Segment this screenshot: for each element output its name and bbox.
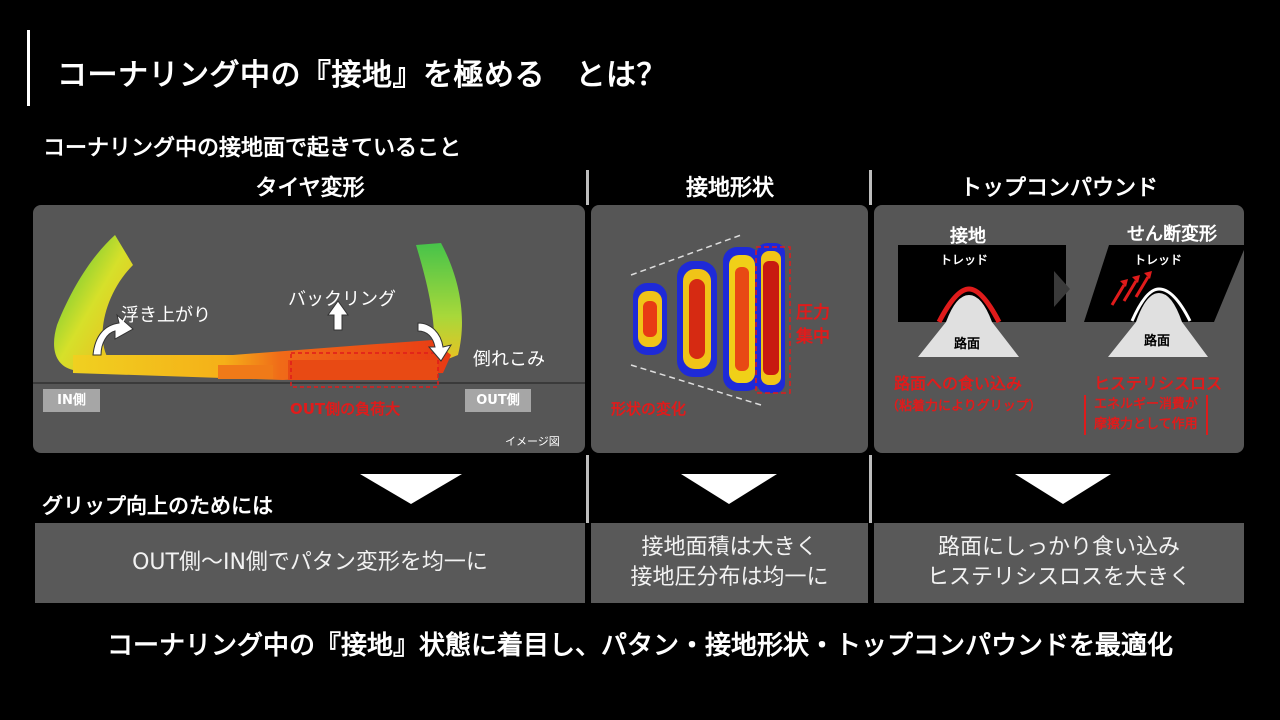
grip-box-deformation: OUT側～IN側でパタン変形を均一に (35, 523, 585, 603)
tag-out-side: OUT側 (465, 389, 531, 412)
grip-text-contact-2: 接地圧分布は均一に (630, 565, 829, 590)
page-title: コーナリング中の『接地』を極める とは？ (57, 58, 667, 93)
compound-illustration (898, 245, 1244, 357)
title-accent-bar (27, 30, 30, 106)
label-image-note: イメージ図 (505, 435, 560, 448)
label-bite-note: （粘着力によりグリップ） (886, 399, 1042, 414)
grip-text-compound-1: 路面にしっかり食い込み (937, 535, 1180, 560)
label-road-left: 路面 (954, 337, 981, 352)
grip-text-deformation: OUT側～IN側でパタン変形を均一に (132, 550, 488, 575)
column-separator (586, 455, 589, 523)
label-bite: 路面への食い込み (894, 374, 1023, 393)
column-separator (586, 170, 589, 205)
label-tread-right: トレッド (1134, 253, 1183, 267)
grip-box-compound: 路面にしっかり食い込み ヒステリシスロスを大きく (874, 523, 1244, 603)
label-contact: 接地 (950, 226, 986, 247)
tire-deformation-illustration (33, 235, 585, 388)
label-lift: 浮き上がり (121, 305, 211, 326)
column-heading-deformation: タイヤ変形 (255, 176, 365, 201)
down-arrow-icon (360, 474, 462, 504)
contact-shape-panel: 圧力 集中 形状の変化 (591, 205, 868, 453)
label-pressure-2: 集中 (796, 327, 830, 347)
label-shear: せん断変形 (1127, 224, 1217, 245)
grip-heading: グリップ向上のためには (42, 494, 273, 518)
column-heading-contact-shape: 接地形状 (685, 176, 774, 201)
label-out-load: OUT側の負荷大 (290, 400, 401, 418)
grip-text-contact-1: 接地面積は大きく (641, 535, 818, 560)
label-energy-1: エネルギー消費が (1094, 397, 1199, 412)
label-energy-2: 摩擦力として作用 (1094, 417, 1198, 432)
grip-text-compound-2: ヒステリシスロスを大きく (926, 565, 1191, 590)
down-arrow-icon (1015, 474, 1111, 504)
label-hysteresis: ヒステリシスロス (1094, 374, 1223, 393)
top-compound-panel: 接地 せん断変形 トレッド トレッド 路面 路面 路面への食い込み （粘着力によ… (874, 205, 1244, 453)
label-tread-left: トレッド (940, 253, 989, 267)
grip-box-contact: 接地面積は大きく 接地圧分布は均一に (591, 523, 868, 603)
column-separator (869, 170, 872, 205)
label-shape-change: 形状の変化 (611, 400, 687, 418)
down-arrow-icon (681, 474, 777, 504)
label-pressure-1: 圧力 (796, 303, 830, 323)
energy-note-bracket: エネルギー消費が 摩擦力として作用 (1084, 395, 1209, 435)
tag-in-side: IN側 (43, 389, 100, 412)
contact-patch-illustration (630, 234, 791, 406)
column-separator (869, 455, 872, 523)
label-fall: 倒れこみ (473, 349, 545, 370)
section-subtitle: コーナリング中の接地面で起きていること (43, 136, 462, 161)
conclusion-text: コーナリング中の『接地』状態に着目し、パタン・接地形状・トップコンパウンドを最適… (106, 631, 1173, 661)
tire-deformation-panel: 浮き上がり バックリング 倒れこみ IN側 OUT側 OUT側の負荷大 イメージ… (33, 205, 585, 453)
column-heading-top-compound: トップコンパウンド (959, 176, 1158, 201)
label-buckling: バックリング (288, 289, 396, 310)
label-road-right: 路面 (1144, 334, 1171, 349)
